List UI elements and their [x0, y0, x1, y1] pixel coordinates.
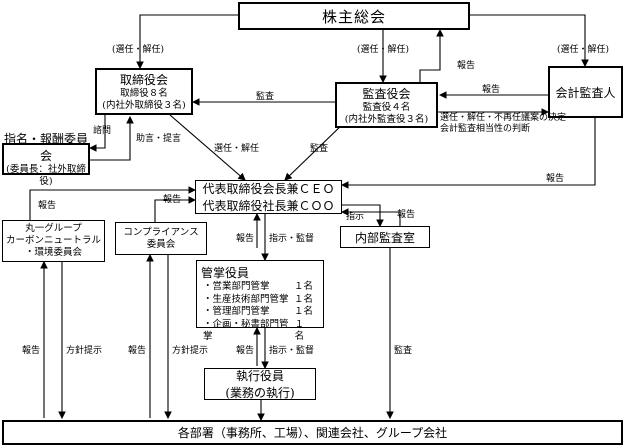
audit-ceo-label: 監査: [310, 144, 329, 154]
nomination-committee-chair: (委員長：社外取締役): [6, 164, 86, 187]
ceo-line1: 代表取締役会長兼ＣＥＯ: [202, 182, 335, 196]
report-accounting-to-ceo-label: 報告: [546, 174, 565, 184]
audit-decision-label: 選任・解任・不再任議案の決定: [440, 113, 567, 123]
nomination-committee-title: 指名・報酬委員会: [4, 132, 89, 163]
executives-line1: 執行役員: [235, 369, 284, 383]
elect-accounting-label: (選任・解任): [557, 45, 610, 55]
report-audit-to-shareholders-label: 報告: [457, 61, 476, 71]
report-accounting-to-audit-label: 報告: [482, 85, 501, 95]
departments-box: 各部署（事務所、工場）、関連会社、グループ会社: [2, 420, 623, 445]
policy-carbon-label: 方針提示: [66, 346, 103, 356]
advice-label: 助言・提言: [136, 134, 182, 144]
audit-board-title: 監査役会: [362, 86, 411, 101]
board-box: 取締役会 取締役８名 (内社外取締役３名): [95, 68, 193, 115]
nomination-committee-box: 指名・報酬委員会 (委員長：社外取締役): [2, 132, 90, 187]
audit-board-label: 監査: [256, 92, 275, 102]
report-managers-label: 報告: [236, 234, 255, 244]
accounting-auditor-label: 会計監査人: [555, 85, 616, 100]
report-carbon-label: 報告: [38, 201, 57, 211]
board-line1: 取締役８名: [120, 88, 168, 99]
internal-audit-label: 内部監査室: [354, 230, 415, 245]
elect-ceo-label: 選任・解任: [214, 144, 260, 154]
board-line2: (内社外取締役３名): [102, 100, 186, 111]
audit-internal-label: 監査: [394, 346, 413, 356]
compliance-committee-line1: コンプライアンス: [123, 226, 199, 238]
carbon-committee-line2: カーボンニュートラル: [5, 235, 101, 246]
carbon-committee-box: 丸一グループ カーボンニュートラル ・環境委員会: [2, 220, 105, 262]
report-dept-compliance-label: 報告: [128, 346, 147, 356]
carbon-committee-line3: ・環境委員会: [24, 247, 82, 258]
carbon-committee-line1: 丸一グループ: [25, 223, 82, 234]
ceo-box: 代表取締役会長兼ＣＥＯ 代表取締役社長兼ＣＯＯ: [195, 180, 342, 214]
shareholders-meeting-label: 株主総会: [321, 7, 386, 26]
executives-box: 執行役員 (業務の執行): [204, 368, 316, 400]
compliance-committee-box: コンプライアンス 委員会: [115, 222, 207, 255]
departments-label: 各部署（事務所、工場）、関連会社、グループ会社: [177, 426, 448, 440]
audit-evaluation-label: 会計監査相当性の判断: [440, 124, 531, 134]
compliance-committee-line2: 委員会: [146, 238, 176, 250]
report-dept-carbon-label: 報告: [22, 346, 41, 356]
executives-line2: (業務の執行): [225, 386, 295, 400]
shareholders-meeting-box: 株主総会: [238, 2, 470, 30]
instruct-exec-label: 指示・監督: [269, 346, 315, 356]
instruct-internal-label: 指示: [346, 212, 365, 222]
managers-title: 管掌役員: [201, 266, 250, 280]
board-title: 取締役会: [119, 73, 168, 87]
audit-board-line1: 監査役４名: [362, 101, 411, 113]
report-internal-label: 報告: [397, 210, 416, 220]
consult-label: 諮問: [93, 126, 112, 136]
report-compliance-label: 報告: [163, 195, 182, 205]
instruct-managers-label: 指示・監督: [269, 234, 315, 244]
internal-audit-box: 内部監査室: [340, 226, 430, 248]
elect-audit-label: (選任・解任): [357, 45, 410, 55]
elect-board-label: (選任・解任): [112, 45, 165, 55]
ceo-line2: 代表取締役社長兼ＣＯＯ: [202, 199, 335, 213]
report-exec-label: 報告: [236, 346, 255, 356]
accounting-auditor-box: 会計監査人: [548, 66, 623, 118]
audit-board-box: 監査役会 監査役４名 (内社外監査役３名): [335, 82, 438, 128]
policy-compliance-label: 方針提示: [172, 346, 209, 356]
audit-board-line2: (内社外監査役３名): [344, 113, 429, 125]
